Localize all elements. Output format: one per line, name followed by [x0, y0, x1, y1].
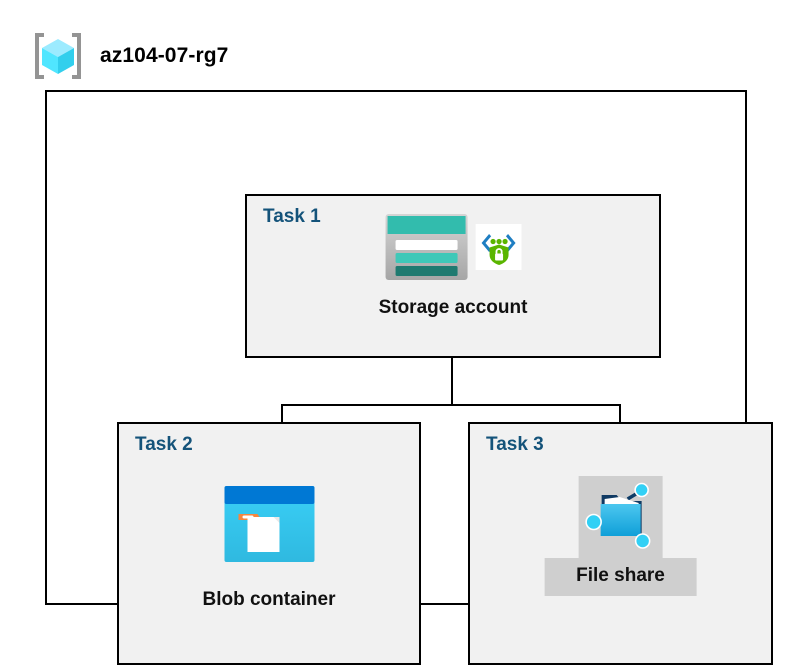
file-share-icon: [584, 479, 658, 556]
resource-group-header: az104-07-rg7: [30, 28, 228, 84]
storage-account-icon-row: [384, 212, 522, 287]
security-shield-icon: [476, 224, 522, 275]
task-1-label: Task 1: [263, 206, 321, 227]
task-box-3[interactable]: Task 3: [468, 422, 773, 665]
node-storage-account[interactable]: Storage account: [378, 212, 528, 319]
connector-bus: [281, 404, 621, 406]
file-share-caption: File share: [544, 558, 697, 596]
node-blob-container[interactable]: Blob container: [202, 486, 336, 611]
storage-account-icon: [384, 212, 470, 287]
resource-group-cube-icon: [30, 28, 86, 84]
task-2-label: Task 2: [135, 434, 193, 455]
node-file-share[interactable]: File share: [544, 476, 697, 596]
task-3-label: Task 3: [486, 434, 544, 455]
storage-account-caption: Storage account: [378, 297, 528, 318]
resource-group-container: Task 1: [45, 90, 773, 665]
blob-container-caption: Blob container: [202, 589, 336, 610]
task-box-1[interactable]: Task 1: [245, 194, 661, 358]
connector-trunk: [451, 324, 453, 406]
file-share-icon-highlight: [578, 476, 663, 558]
diagram-canvas: az104-07-rg7 Task 1: [30, 28, 773, 665]
task-box-2[interactable]: Task 2: [117, 422, 421, 665]
page-title: az104-07-rg7: [100, 44, 229, 67]
blob-container-icon: [223, 486, 314, 567]
